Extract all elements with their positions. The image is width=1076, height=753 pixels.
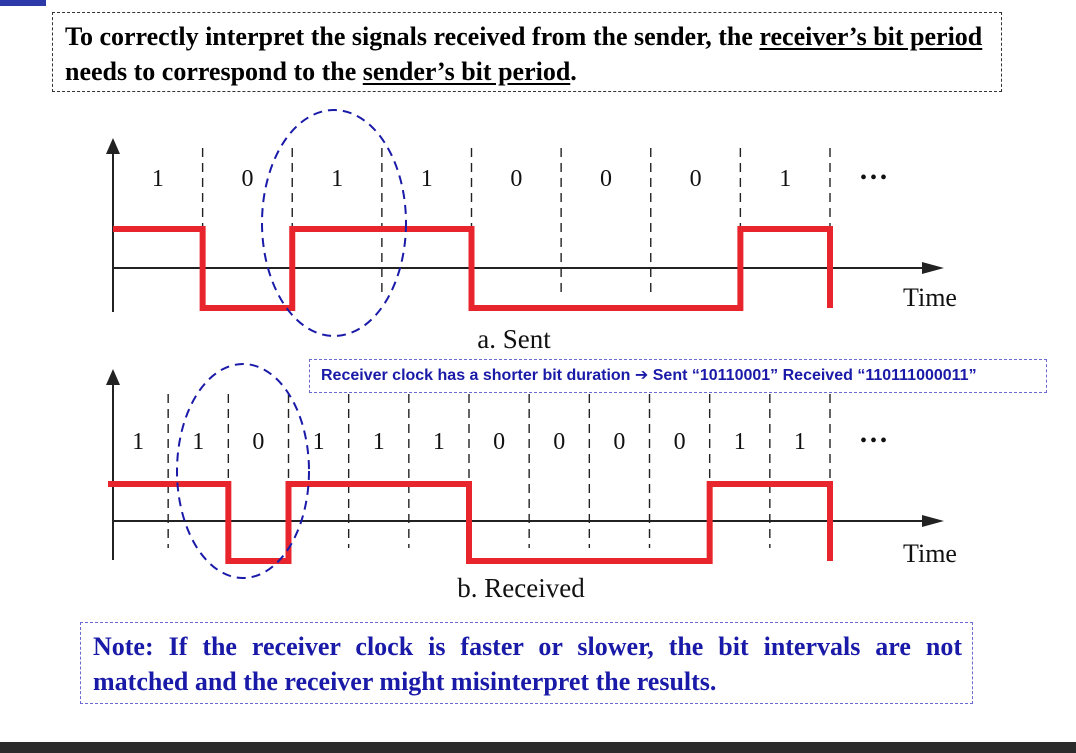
receiver-clock-callout: Receiver clock has a shorter bit duratio… [309,359,1047,393]
sent-bit-label: 0 [241,166,253,192]
received-panel: 1 1 0 1 1 1 0 0 0 0 1 1 ••• Time b. Received [106,363,957,603]
slide-bottom-bar [0,742,1076,753]
received-bit-label: 0 [553,429,565,455]
sent-panel: 1 0 1 1 0 0 0 1 ••• Time a. Sent [106,109,957,354]
received-bit-label: 0 [252,429,264,455]
sent-time-label: Time [903,283,957,312]
received-bit-label: 0 [613,429,625,455]
slide-corner-mark [0,0,46,6]
heading-text-3: . [570,57,577,86]
sent-bit-label: 0 [510,166,522,192]
sent-bit-label: 1 [421,166,433,192]
heading-underline-sender: sender’s bit period [362,57,571,86]
received-bit-label: 1 [794,429,806,455]
sent-bit-label: 1 [779,166,791,192]
received-bit-label: 1 [433,429,445,455]
received-ellipsis: ••• [860,430,890,452]
arrow-icon: ➔ [634,367,649,384]
heading-box: To correctly interpret the signals recei… [52,12,1002,92]
sent-signal-waveform [113,226,833,311]
received-caption: b. Received [457,573,585,603]
sent-caption: a. Sent [477,324,551,354]
sent-bit-label: 1 [331,166,343,192]
sent-time-axis-arrow [922,262,944,274]
received-time-label: Time [903,539,957,568]
received-signal-waveform [108,481,833,564]
sent-y-axis-arrow [106,138,120,154]
sent-bit-label: 0 [690,166,702,192]
callout-sent-received: Sent “10110001” Received “110111000011” [648,367,977,384]
note-line-1: Note: If the receiver clock is faster or… [93,632,962,661]
received-time-axis-arrow [922,515,944,527]
sent-highlight-ellipse [261,109,407,337]
received-bit-label: 1 [132,429,144,455]
received-bit-label: 1 [192,429,204,455]
note-line-2: matched and the receiver might misinterp… [93,667,717,696]
heading-text-2: needs to correspond to the [65,57,363,86]
sent-bit-label: 0 [600,166,612,192]
received-bit-label: 0 [493,429,505,455]
received-bit-label: 0 [674,429,686,455]
callout-text: Receiver clock has a shorter bit duratio… [321,367,631,384]
heading-text-1: To correctly interpret the signals recei… [65,22,760,51]
heading-underline-receiver: receiver’s bit period [759,22,983,51]
note-box: Note: If the receiver clock is faster or… [80,622,973,704]
received-bit-label: 1 [313,429,325,455]
sent-ellipsis: ••• [860,167,890,189]
sent-bit-label: 1 [152,166,164,192]
received-y-axis-arrow [106,369,120,385]
received-bit-label: 1 [373,429,385,455]
received-highlight-ellipse [176,363,310,579]
received-bit-label: 1 [734,429,746,455]
